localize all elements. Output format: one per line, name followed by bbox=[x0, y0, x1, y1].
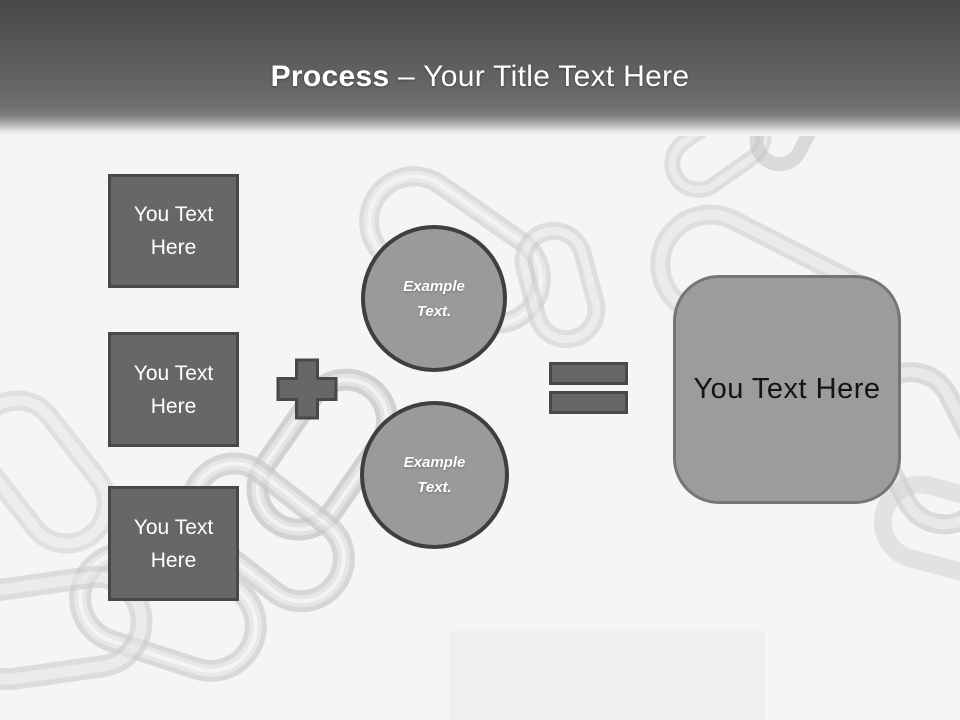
input-box-3-label: You Text Here bbox=[133, 515, 214, 572]
example-circle-2-label: Example Text. bbox=[403, 454, 466, 496]
input-box-1[interactable]: You Text Here bbox=[108, 174, 239, 288]
input-box-1-label: You Text Here bbox=[133, 203, 214, 259]
plus-icon[interactable] bbox=[276, 358, 338, 420]
example-circle-1-label: Example Text. bbox=[403, 277, 465, 320]
result-box-label: You Text Here bbox=[693, 373, 881, 405]
plus-icon-shape bbox=[276, 358, 338, 420]
title-dash: – bbox=[398, 60, 416, 93]
title-subtitle: Your Title Text Here bbox=[423, 60, 690, 93]
equals-icon[interactable] bbox=[549, 362, 628, 414]
input-box-3[interactable]: You Text Here bbox=[108, 486, 239, 601]
example-circle-2[interactable]: Example Text. bbox=[360, 401, 509, 549]
input-box-2[interactable]: You Text Here bbox=[108, 332, 239, 447]
title-keyword: Process bbox=[270, 60, 390, 93]
slide-header: Process – Your Title Text Here bbox=[0, 0, 960, 136]
equals-bar-top bbox=[549, 362, 628, 385]
input-box-2-label: You Text Here bbox=[133, 361, 214, 418]
example-circle-1[interactable]: Example Text. bbox=[361, 225, 507, 372]
result-box[interactable]: You Text Here bbox=[673, 275, 901, 504]
equals-bar-bottom bbox=[549, 391, 628, 414]
page-title: Process – Your Title Text Here bbox=[0, 56, 960, 98]
